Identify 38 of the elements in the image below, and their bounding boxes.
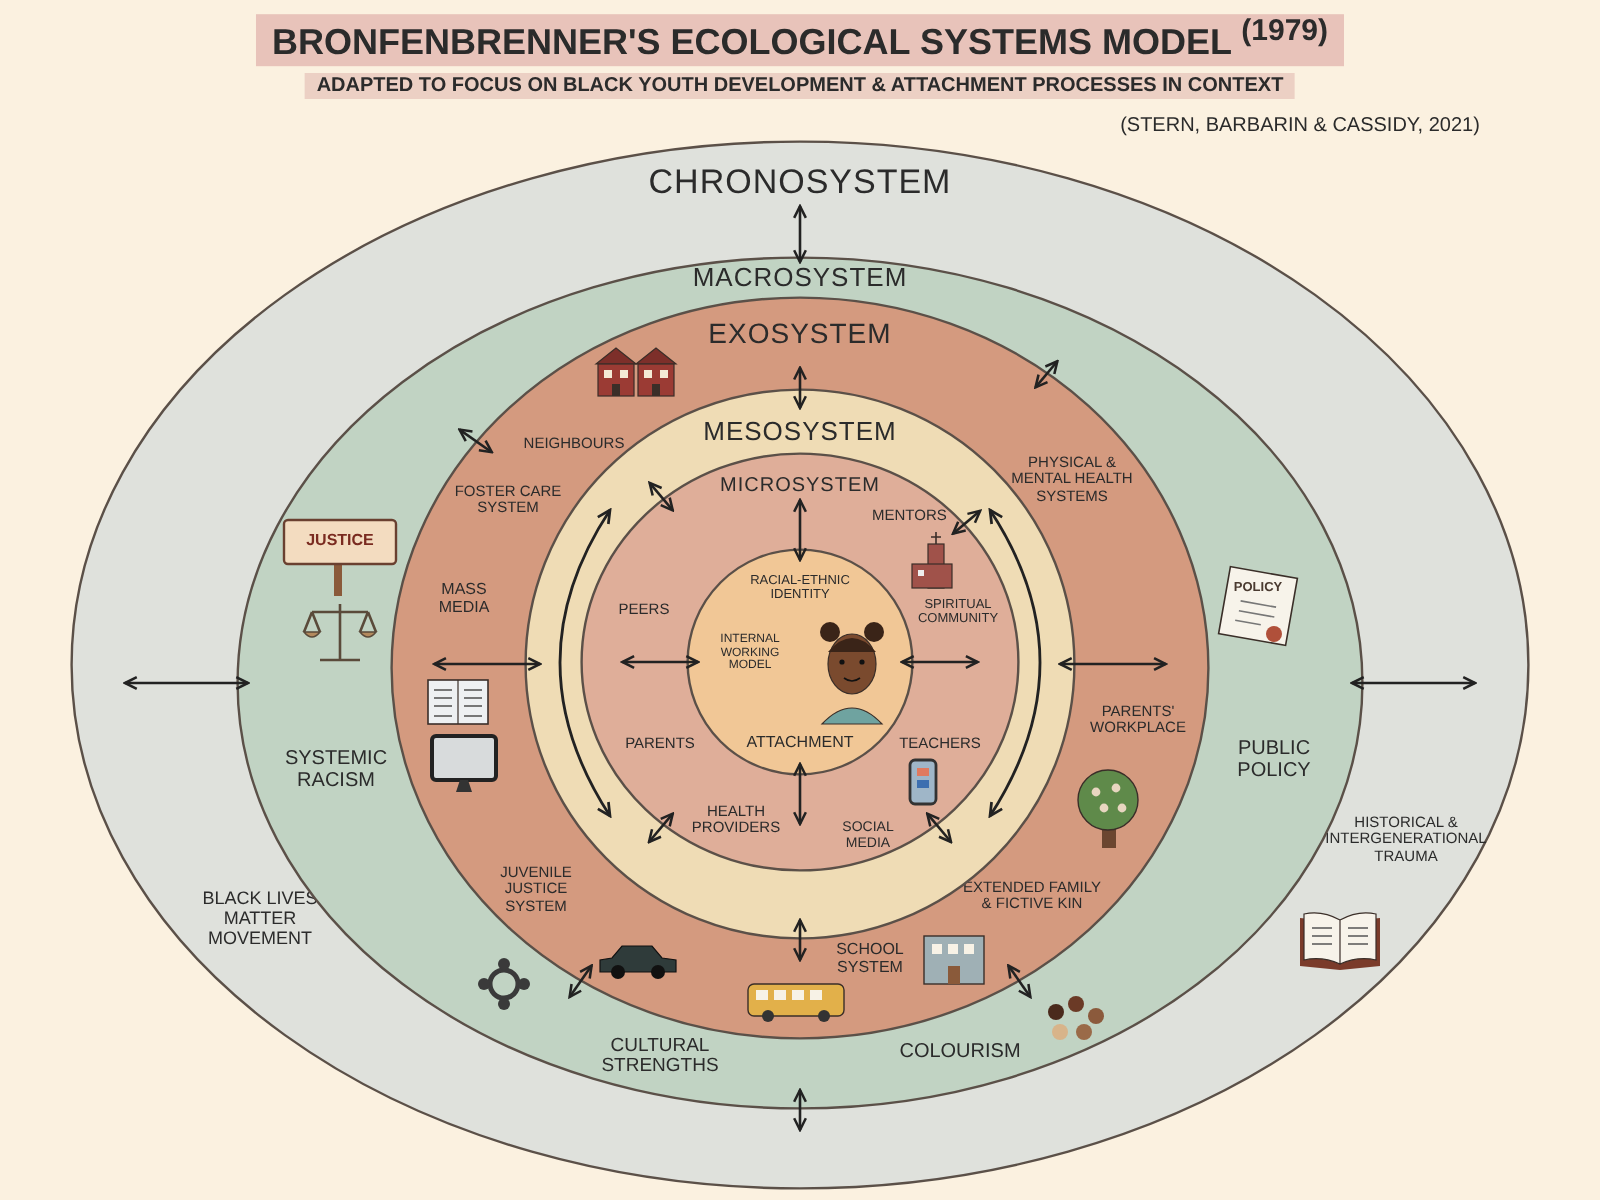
arrow bbox=[648, 481, 674, 512]
arrow bbox=[951, 509, 982, 535]
system-ring bbox=[390, 296, 1210, 1040]
arrow bbox=[568, 964, 593, 999]
arrow bbox=[1058, 656, 1168, 672]
factor-label: MASS MEDIA bbox=[436, 582, 492, 618]
arrow bbox=[621, 654, 700, 670]
arrow bbox=[792, 918, 808, 962]
factor-label: PUBLIC POLICY bbox=[1235, 738, 1313, 782]
arrow bbox=[432, 656, 542, 672]
citation: (STERN, BARBARIN & CASSIDY, 2021) bbox=[1120, 115, 1480, 137]
arrow bbox=[647, 812, 674, 844]
factor-label: CULTURAL STRENGTHS bbox=[599, 1037, 721, 1079]
factor-label: ATTACHMENT bbox=[744, 735, 856, 753]
arrow bbox=[123, 675, 250, 691]
ring-title: MICROSYSTEM bbox=[718, 475, 882, 497]
factor-label: COLOURISM bbox=[897, 1041, 1023, 1063]
arrow bbox=[1034, 360, 1059, 389]
arrow bbox=[1007, 964, 1032, 999]
arrow bbox=[792, 498, 808, 562]
arrow bbox=[792, 1088, 808, 1132]
arrow bbox=[458, 428, 494, 454]
arrow bbox=[926, 812, 953, 844]
factor-label: SYSTEMIC RACISM bbox=[282, 748, 390, 792]
arrow bbox=[792, 204, 808, 264]
ring-title: EXOSYSTEM bbox=[706, 318, 894, 350]
system-ring bbox=[70, 140, 1530, 1190]
subtitle: ADAPTED TO FOCUS ON BLACK YOUTH DEVELOPMENT & ATTACHMENT PROCESSES IN CONTEXT bbox=[304, 73, 1296, 99]
ring-title: CHRONOSYSTEM bbox=[646, 165, 954, 203]
factor-label: SCHOOL SYSTEM bbox=[834, 942, 906, 978]
title: BRONFENBRENNER'S ECOLOGICAL SYSTEMS MODEL $^{(1979)}$ bbox=[256, 14, 1344, 66]
arrow bbox=[792, 762, 808, 826]
ring-title: MESOSYSTEM bbox=[701, 417, 899, 447]
ring-title: MACROSYSTEM bbox=[690, 263, 910, 293]
sign-text: JUSTICE bbox=[306, 533, 374, 551]
arrow bbox=[1350, 675, 1477, 691]
arrow bbox=[792, 366, 808, 410]
arrow bbox=[900, 654, 979, 670]
